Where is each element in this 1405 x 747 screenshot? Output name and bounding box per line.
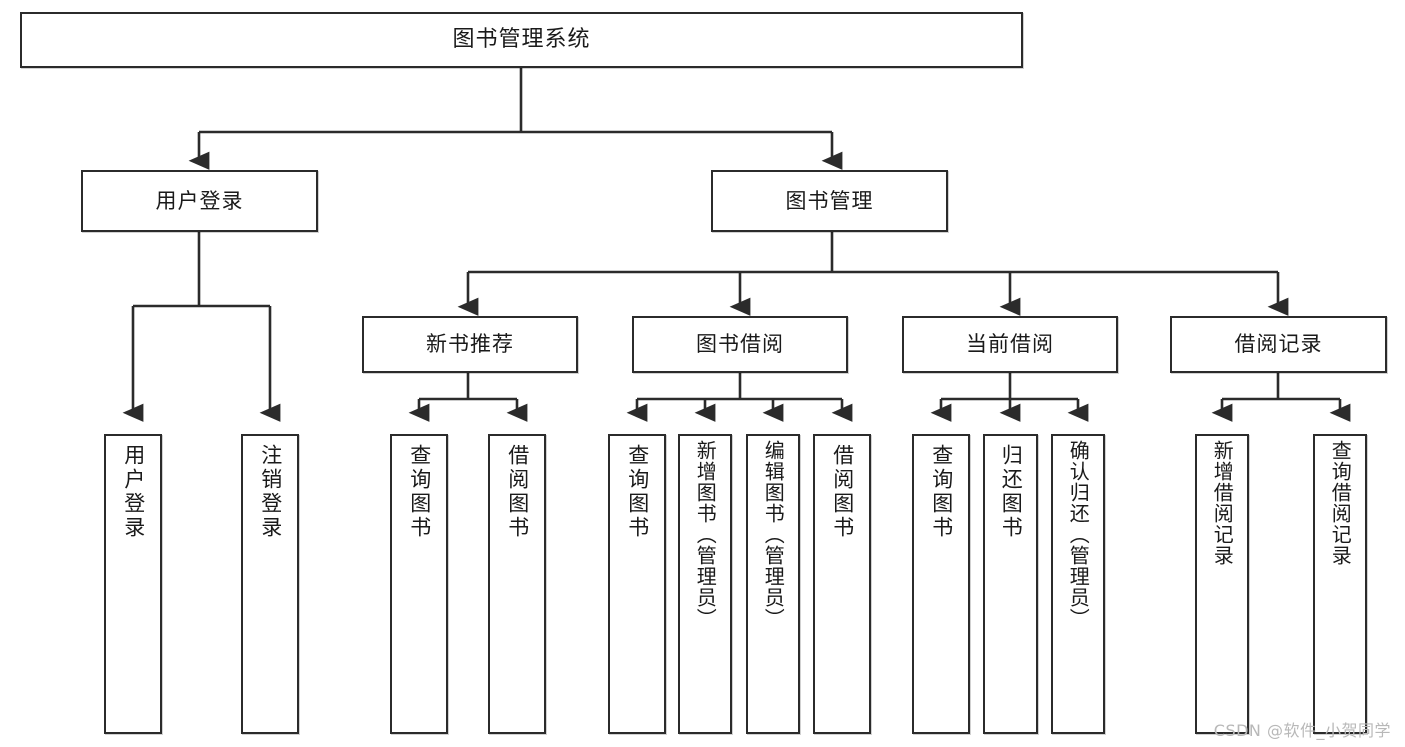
node-current-borrow[interactable]: 当前借阅	[902, 316, 1118, 373]
node-label: 编辑图书（管理员）	[761, 440, 786, 629]
leaf-current-borrow-return-book[interactable]: 归还图书	[983, 434, 1038, 734]
node-new-book-recommend[interactable]: 新书推荐	[362, 316, 578, 373]
leaf-borrow-record-add-record[interactable]: 新增借阅记录	[1195, 434, 1249, 734]
node-label: 用户登录	[155, 188, 244, 213]
node-label: 新书推荐	[426, 332, 514, 356]
leaf-new-book-query-book[interactable]: 查询图书	[390, 434, 448, 734]
leaf-book-borrow-borrow-book[interactable]: 借阅图书	[813, 434, 871, 734]
node-label: 查询图书	[929, 444, 954, 540]
node-book-management[interactable]: 图书管理	[711, 170, 948, 232]
leaf-borrow-record-query-record[interactable]: 查询借阅记录	[1313, 434, 1367, 734]
node-borrow-record[interactable]: 借阅记录	[1170, 316, 1387, 373]
node-label: 借阅记录	[1234, 332, 1323, 356]
leaf-current-borrow-confirm-return[interactable]: 确认归还（管理员）	[1051, 434, 1105, 734]
node-label: 图书管理系统	[452, 27, 591, 52]
node-label: 图书借阅	[696, 332, 784, 356]
node-label: 用户登录	[121, 444, 146, 540]
node-label: 查询图书	[407, 444, 432, 540]
leaf-user-login-login[interactable]: 用户登录	[104, 434, 162, 734]
node-user-login[interactable]: 用户登录	[81, 170, 318, 232]
leaf-new-book-borrow-book[interactable]: 借阅图书	[488, 434, 546, 734]
leaf-book-borrow-add-book[interactable]: 新增图书（管理员）	[678, 434, 732, 734]
node-label: 新增借阅记录	[1210, 440, 1235, 566]
node-label: 当前借阅	[966, 332, 1054, 356]
node-label: 借阅图书	[830, 444, 855, 540]
node-label: 查询借阅记录	[1328, 440, 1353, 566]
node-label: 确认归还（管理员）	[1066, 440, 1091, 629]
node-book-borrow[interactable]: 图书借阅	[632, 316, 848, 373]
leaf-current-borrow-query-book[interactable]: 查询图书	[912, 434, 970, 734]
node-root-book-management-system[interactable]: 图书管理系统	[20, 12, 1023, 68]
node-label: 注销登录	[258, 444, 283, 540]
leaf-book-borrow-edit-book[interactable]: 编辑图书（管理员）	[746, 434, 800, 734]
node-label: 归还图书	[999, 444, 1024, 540]
node-label: 图书管理	[785, 188, 874, 213]
node-label: 查询图书	[625, 444, 650, 540]
node-label: 借阅图书	[505, 444, 530, 540]
leaf-book-borrow-query-book[interactable]: 查询图书	[608, 434, 666, 734]
node-label: 新增图书（管理员）	[693, 440, 718, 629]
leaf-user-login-logout[interactable]: 注销登录	[241, 434, 299, 734]
